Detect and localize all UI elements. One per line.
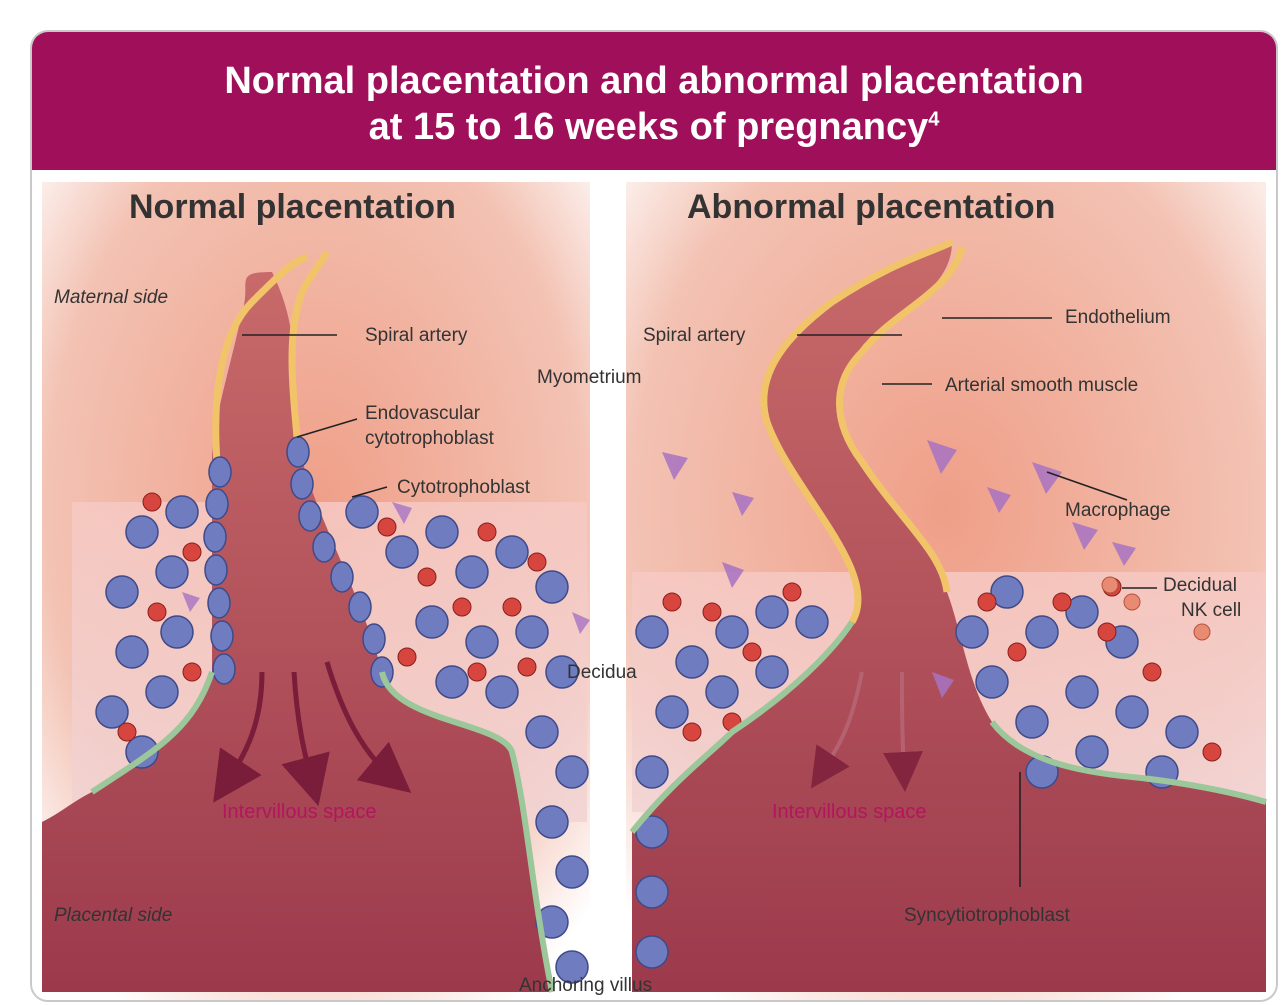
label-placental-side: Placental side: [54, 905, 172, 927]
panel-divider: [590, 182, 626, 1000]
label-myometrium: Myometrium: [537, 367, 642, 389]
label-endovascular-2: cytotrophoblast: [365, 428, 494, 450]
label-decidual-nk-2: NK cell: [1181, 600, 1241, 622]
label-endothelium: Endothelium: [1065, 307, 1171, 329]
label-maternal-side: Maternal side: [54, 287, 168, 309]
title-line-1: Normal placentation and abnormal placent…: [32, 60, 1276, 103]
label-normal-spiral-artery: Spiral artery: [365, 325, 467, 347]
normal-heading: Normal placentation: [129, 188, 456, 227]
figure-frame: Normal placentation and abnormal placent…: [30, 30, 1278, 1002]
abnormal-heading: Abnormal placentation: [687, 188, 1055, 227]
label-syncytiotrophoblast: Syncytiotrophoblast: [904, 905, 1070, 927]
label-anchoring-villus: Anchoring villus: [519, 975, 652, 997]
title-footnote-marker: 4: [928, 108, 939, 130]
label-macrophage: Macrophage: [1065, 500, 1171, 522]
title-line-2: at 15 to 16 weeks of pregnancy4: [32, 106, 1276, 149]
label-abnormal-intervillous-space: Intervillous space: [772, 801, 927, 824]
label-arterial-smooth-muscle: Arterial smooth muscle: [945, 375, 1138, 397]
label-endovascular-1: Endovascular: [365, 403, 480, 425]
label-normal-intervillous-space: Intervillous space: [222, 801, 377, 824]
label-decidua: Decidua: [567, 662, 637, 684]
label-cytotrophoblast: Cytotrophoblast: [397, 477, 530, 499]
title-banner: Normal placentation and abnormal placent…: [32, 32, 1276, 170]
label-abnormal-spiral-artery: Spiral artery: [643, 325, 745, 347]
label-decidual-nk-1: Decidual: [1163, 575, 1237, 597]
